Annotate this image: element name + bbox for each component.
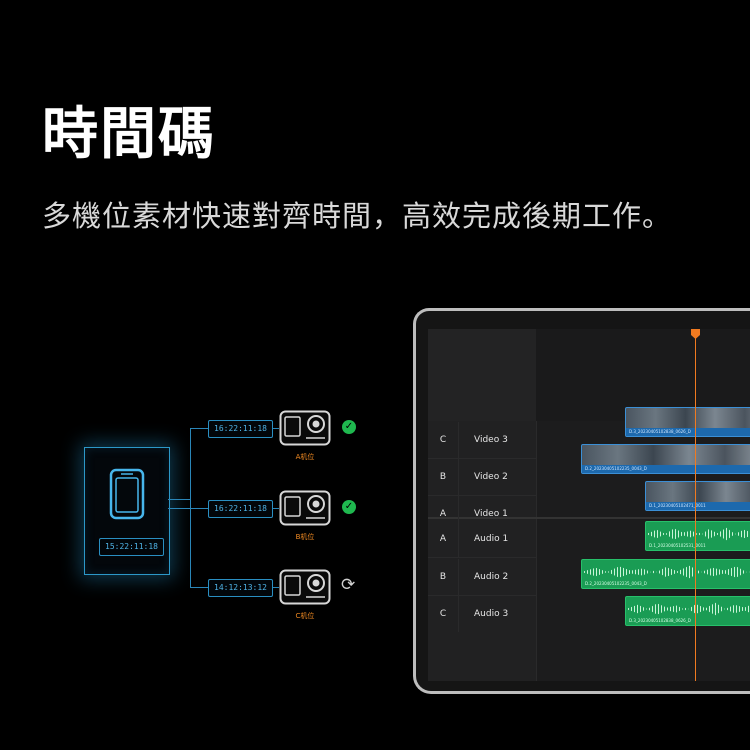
wire (190, 587, 208, 588)
track-video-1[interactable]: A Video 1 (428, 496, 536, 532)
playhead-handle[interactable] (691, 329, 700, 339)
track-audio-2[interactable]: B Audio 2 (428, 559, 536, 596)
track-name: Video 3 (474, 435, 508, 445)
video-clip-c[interactable]: D.3_20230405102838_0626_D (625, 407, 750, 437)
timeline-header (428, 329, 537, 421)
wire (168, 499, 191, 500)
sync-icon: ⟳ (341, 575, 356, 595)
clip-filename: D.2_20230405102235_0043_D (582, 465, 750, 473)
waveform (584, 565, 750, 579)
track-name: Audio 3 (474, 609, 509, 619)
timeline-ruler (536, 329, 750, 421)
playhead-line[interactable] (695, 329, 696, 681)
device-icon (109, 468, 145, 520)
audio-video-divider (428, 517, 750, 519)
wire (168, 508, 208, 509)
track-letter: C (428, 596, 459, 632)
audio-clip-c[interactable]: D.3_20230405102838_0626_D (625, 596, 750, 626)
track-audio-1[interactable]: A Audio 1 (428, 521, 536, 558)
wire (190, 428, 208, 429)
source-timecode: 15:22:11:18 (99, 538, 164, 556)
timecode-source-device: 15:22:11:18 (84, 447, 170, 575)
editing-timeline: C Video 3 B Video 2 A Video 1 A Audio 1 … (428, 329, 750, 681)
check-icon: ✓ (342, 500, 356, 514)
clip-filename: D.1_20230405102531_0011 (649, 543, 706, 548)
camera-icon (279, 410, 331, 446)
audio-clip-a[interactable]: D.1_20230405102531_0011 (645, 521, 750, 551)
clip-filename: D.1_20230405102471_0011 (646, 502, 750, 510)
check-icon: ✓ (342, 420, 356, 434)
track-letter: A (428, 521, 459, 557)
camera-icon (279, 490, 331, 526)
camera-a-label: A机位 (295, 453, 315, 461)
track-name: Video 2 (474, 472, 508, 482)
laptop-frame: C Video 3 B Video 2 A Video 1 A Audio 1 … (413, 308, 750, 694)
clip-filename: D.3_20230405102838_0626_D (626, 428, 750, 436)
waveform (648, 527, 750, 541)
camera-icon (279, 569, 331, 605)
camera-a-timecode: 16:22:11:18 (208, 420, 273, 438)
track-name: Audio 2 (474, 572, 509, 582)
audio-clip-b[interactable]: D.2_20230405102235_0043_D (581, 559, 750, 589)
track-name: Video 1 (474, 509, 508, 519)
video-clip-b[interactable]: D.2_20230405102235_0043_D (581, 444, 750, 474)
track-header-column (428, 421, 537, 681)
track-letter: B (428, 559, 459, 595)
camera-b-timecode: 16:22:11:18 (208, 500, 273, 518)
waveform (628, 602, 750, 616)
track-video-3[interactable]: C Video 3 (428, 422, 536, 459)
track-letter: A (428, 496, 459, 532)
camera-b-label: B机位 (295, 533, 315, 541)
track-audio-3[interactable]: C Audio 3 (428, 596, 536, 632)
clip-filename: D.3_20230405102838_0626_D (629, 618, 691, 623)
camera-c-timecode: 14:12:13:12 (208, 579, 273, 597)
track-letter: B (428, 459, 459, 495)
track-name: Audio 1 (474, 534, 509, 544)
clip-filename: D.2_20230405102235_0043_D (585, 581, 647, 586)
track-letter: C (428, 422, 459, 458)
video-clip-a[interactable]: D.1_20230405102471_0011 (645, 481, 750, 511)
track-video-2[interactable]: B Video 2 (428, 459, 536, 496)
page-subtitle: 多機位素材快速對齊時間，高效完成後期工作。 (42, 199, 673, 233)
page-title: 時間碼 (42, 102, 216, 167)
camera-c-label: C机位 (295, 612, 315, 620)
